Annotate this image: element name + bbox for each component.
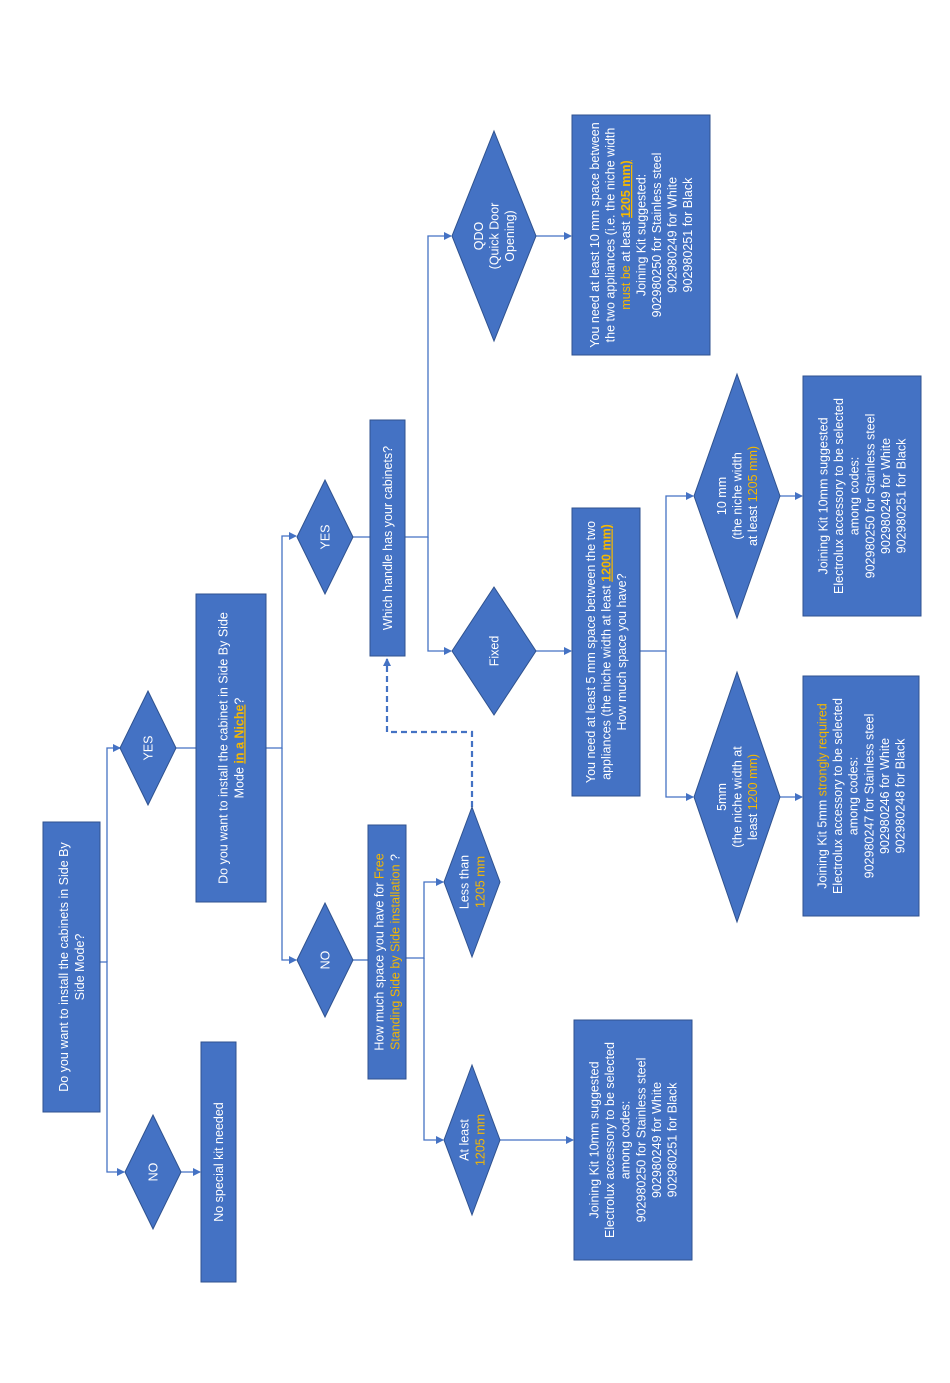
nodes [42,114,922,1283]
svg-text:Fixed: Fixed [488,636,502,667]
qdo-decision [451,129,537,343]
niche-q-box [195,593,267,903]
kit-free-box [573,1019,693,1261]
connector [640,492,694,652]
svg-text:You need at least 10 mm space: You need at least 10 mm space betweenthe… [588,122,695,347]
svg-text:You need at least 5 mm space: You need at least 5 mm space between the… [584,521,629,783]
handle-q-box [369,419,406,657]
niche-yes-text: YES [319,524,333,549]
start-text: Do you want to install the cabinets in S… [57,842,87,1092]
svg-text:YES: YES [319,524,333,549]
connector [423,958,444,1144]
fixed-decision [451,586,537,716]
niche-no-decision [296,901,354,1019]
connector [406,878,444,959]
start-yes-text: YES [142,735,156,760]
svg-text:Do you want to install the cab: Do you want to install the cabinet in Si… [217,612,247,884]
handle-q-text: Which handle has your cabinets? [381,446,395,630]
svg-text:YES: YES [142,735,156,760]
free-q-box [367,824,407,1080]
connector [427,537,452,655]
svg-text:Which handle has your cabinets: Which handle has your cabinets? [381,446,395,630]
no-kit-box [200,1041,237,1283]
niche-q-text: Do you want to install the cabinet in Si… [217,612,247,884]
niche-yes-decision [296,478,354,596]
svg-text:Joining Kit 5mm strongly requi: Joining Kit 5mm strongly requiredElectro… [816,698,908,894]
niche-no-text: NO [319,950,333,969]
connector [106,744,121,962]
opt-5-decision [693,670,781,924]
dashed-connector [383,658,474,807]
at-least-decision [443,1063,501,1217]
labels: Do you want to install the cabinets in S… [57,122,908,1238]
svg-text:Do you want to install the cab: Do you want to install the cabinets in S… [57,842,87,1092]
svg-text:No special kit needed: No special kit needed [212,1102,226,1222]
connector [281,748,297,964]
opt-10-decision [693,372,781,620]
fixed-box-text: You need at least 5 mm space between the… [584,521,629,783]
qdo-box-box [571,114,711,356]
svg-text:NO: NO [147,1162,161,1181]
start-box [42,821,101,1113]
fixed-text: Fixed [488,636,502,667]
svg-text:How much space you have for Fr: How much space you have for FreeStanding… [373,853,403,1050]
start-no-text: NO [147,1162,161,1181]
connector [100,961,125,1176]
less-than-decision [443,805,501,959]
connectors [100,232,803,1176]
fixed-box-box [571,507,641,797]
no-kit-text: No special kit needed [212,1102,226,1222]
connector [665,651,694,801]
kit-10-box [802,375,922,617]
svg-text:NO: NO [319,950,333,969]
connector [405,232,452,538]
start-yes-decision [119,689,177,807]
start-no-decision [124,1113,182,1231]
kit-5-box [802,675,920,917]
connector [266,532,297,749]
